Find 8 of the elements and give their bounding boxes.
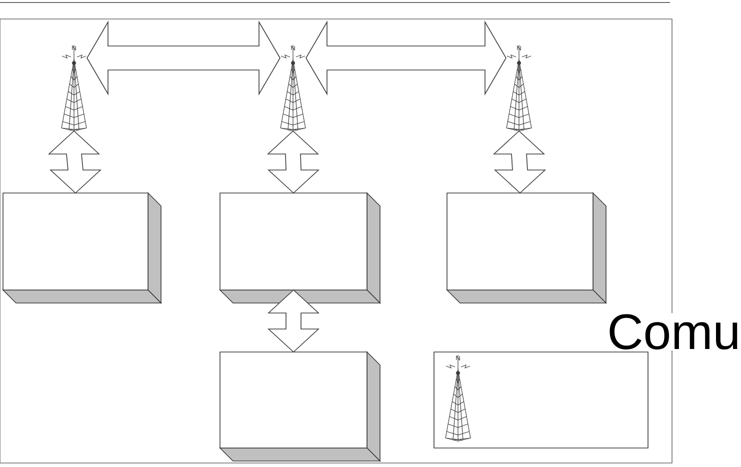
radio-tower bbox=[61, 44, 87, 132]
radio-tower bbox=[506, 44, 532, 132]
double-arrow bbox=[86, 20, 280, 96]
double-arrow bbox=[306, 20, 506, 96]
overlay-text: Comu bbox=[606, 313, 741, 350]
radio-tower bbox=[445, 354, 471, 442]
panel-box bbox=[434, 352, 648, 448]
radio-tower bbox=[280, 44, 306, 132]
